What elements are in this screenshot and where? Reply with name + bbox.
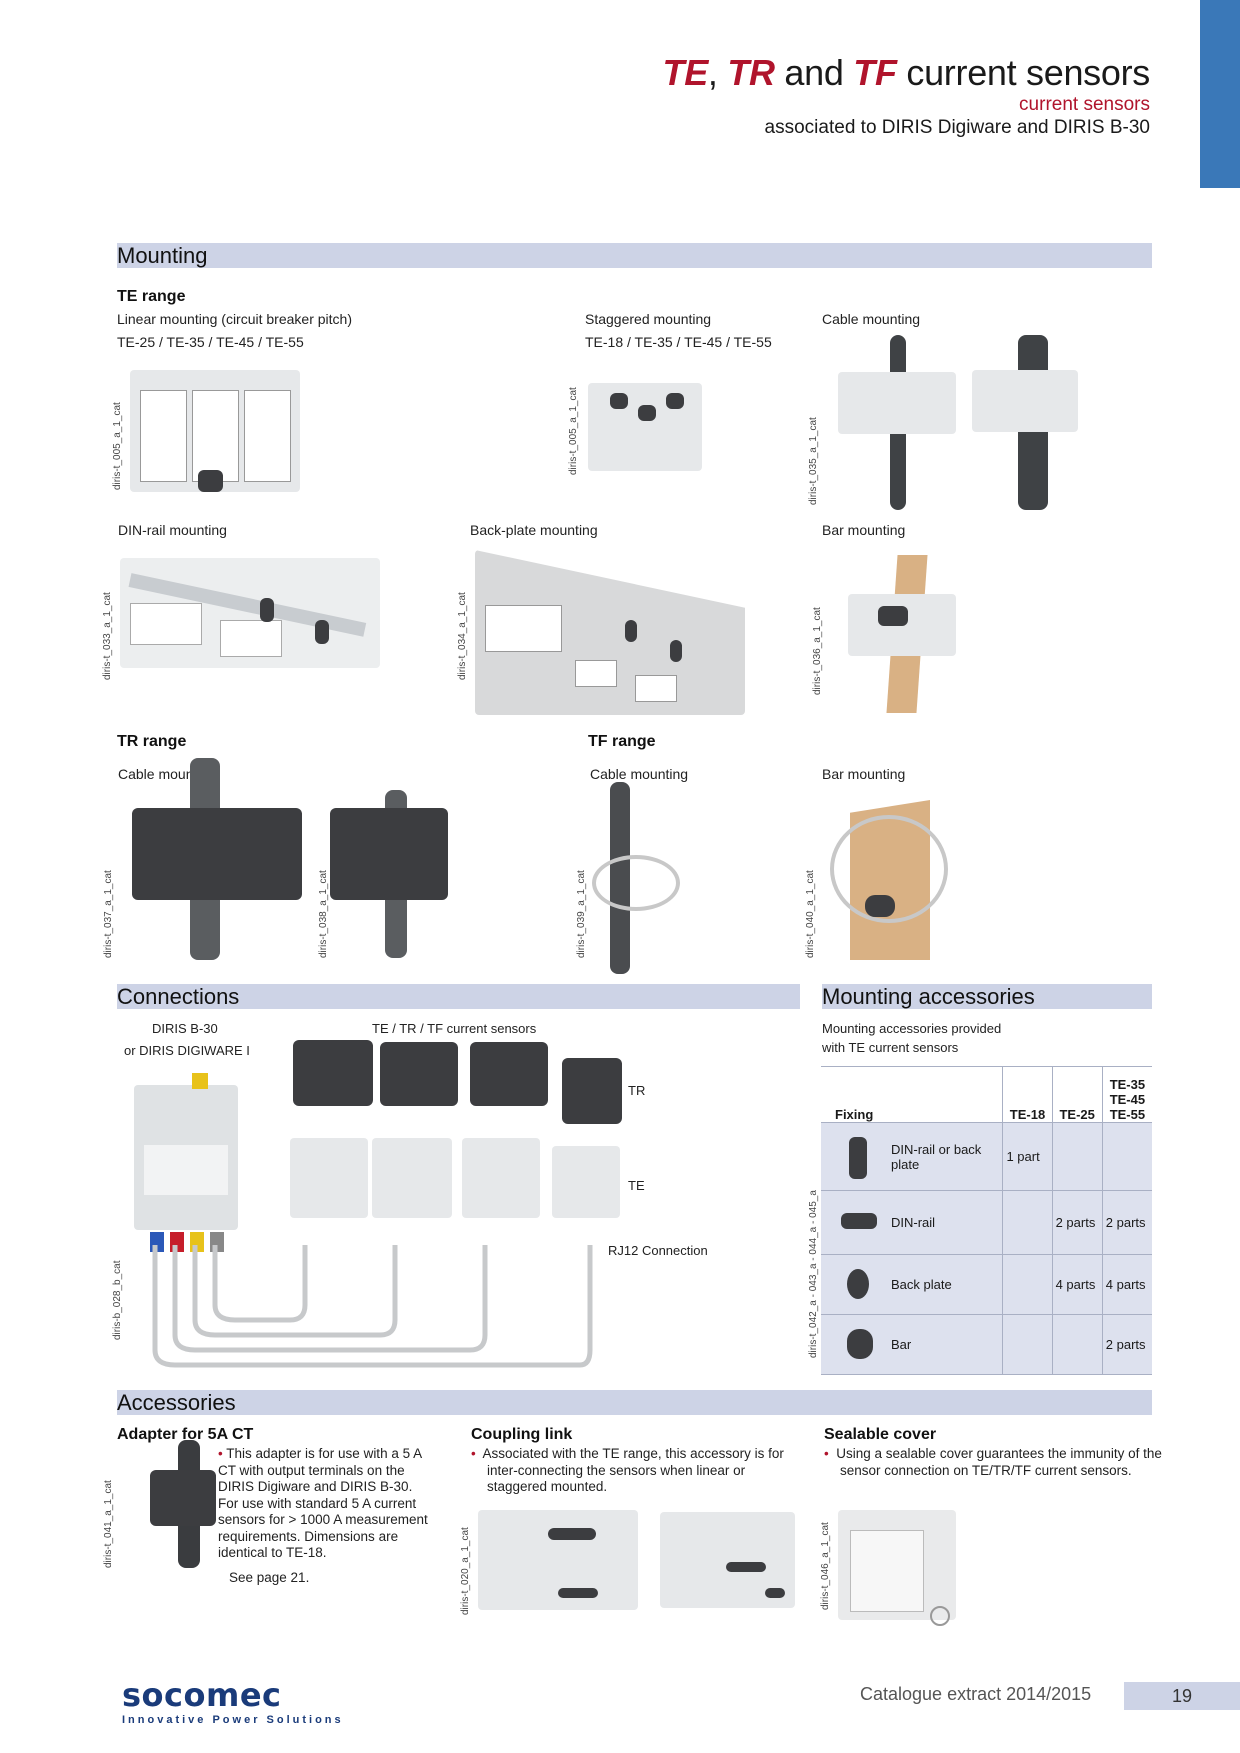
mounting-accessories-table: Fixing TE-18 TE-25 TE-35 TE-45 TE-55 DIN… [821,1066,1152,1375]
coupling-image-2 [660,1512,795,1608]
back-plate-icon [847,1269,869,1299]
image-code: diris-t_046_a_1_cat [820,1522,831,1610]
connections-heading: Connections [117,984,800,1009]
din-rail-icon [841,1213,877,1229]
image-code: diris-t_035_a_1_cat [808,417,819,505]
rj12-cables [152,1245,593,1368]
table-header-row: Fixing TE-18 TE-25 TE-35 TE-45 TE-55 [821,1066,1152,1123]
device-name-line1: DIRIS B-30 [152,1021,218,1036]
image-code: diris-t_039_a_1_cat [576,870,587,958]
back-plate-mounting-label: Back-plate mounting [470,522,598,538]
logo-tagline: Innovative Power Solutions [122,1714,344,1726]
tr-sensor-1 [293,1040,373,1106]
image-code: diris-t_020_a_1_cat [460,1527,471,1615]
mounting-accessories-intro-2: with TE current sensors [822,1040,959,1055]
sensors-label: TE / TR / TF current sensors [372,1021,537,1036]
image-code: diris-t_034_a_1_cat [457,592,468,680]
linear-mounting-image [130,370,300,492]
accessories-heading: Accessories [117,1390,1152,1415]
page-number: 19 [1124,1682,1240,1710]
col-te18: TE-18 [1002,1066,1053,1123]
coupling-description: • Associated with the TE range, this acc… [471,1446,784,1494]
page-subtitle-2: associated to DIRIS Digiware and DIRIS B… [764,117,1150,138]
cable-mounting-label: Cable mounting [822,311,921,327]
din-rail-mounting-label: DIN-rail mounting [118,522,227,538]
tf-cable-mounting-label: Cable mounting [590,766,689,782]
te-sensor-4 [552,1146,620,1218]
bar-clip-icon [847,1329,873,1359]
linear-mounting-label: Linear mounting (circuit breaker pitch) [117,311,352,327]
te-sensor-3 [462,1138,540,1218]
adapter-image [150,1470,216,1526]
staggered-models: TE-18 / TE-35 / TE-45 / TE-55 [585,334,772,350]
din-rail-clip-icon [849,1137,867,1179]
te-label: TE [628,1178,645,1193]
coupling-title: Coupling link [471,1426,573,1443]
image-code: diris-t_042_a - 043_a - 044_a - 045_a [808,1190,819,1358]
section-tab [1200,0,1240,188]
din-rail-mounting-image [120,558,380,668]
table-row: Bar 2 parts [821,1314,1152,1375]
page-title: TE, TR and TF current sensors [662,52,1151,93]
tf-bar-clip [865,895,895,917]
mounting-heading: Mounting [117,243,1152,268]
device-name-line2: or DIRIS DIGIWARE I [124,1043,250,1058]
tr-sensor-image-2 [330,808,448,900]
cable-mounting-sensor-2 [972,370,1078,432]
catalogue-label: Catalogue extract 2014/2015 [860,1684,1092,1704]
sealable-description: • Using a sealable cover guarantees the … [824,1446,1162,1478]
adapter-description: • This adapter is for use with a 5 A CT … [218,1446,428,1560]
bar-mounting-sensor [848,594,956,656]
logo: socomec [122,1676,282,1714]
logo-wordmark: socomec [122,1676,282,1714]
page-subtitle: current sensors [1019,94,1150,115]
image-code: diris-t_041_a_1_cat [103,1480,114,1568]
image-code: diris-t_038_a_1_cat [318,870,329,958]
rj12-label: RJ12 Connection [608,1243,708,1258]
table-row: DIN-rail 2 parts 2 parts [821,1190,1152,1255]
tf-bar-flexible-sensor [830,815,948,923]
te-sensor-2 [372,1138,452,1218]
tr-sensor-4 [562,1058,622,1124]
staggered-mounting-label: Staggered mounting [585,311,712,327]
mounting-accessories-heading: Mounting accessories [822,984,1152,1009]
image-code: diris-t_036_a_1_cat [812,607,823,695]
tr-label: TR [628,1083,646,1098]
bar-mounting-label: Bar mounting [822,522,906,538]
tr-sensor-image-1 [132,808,302,900]
tr-sensor-2 [380,1042,458,1106]
linear-models: TE-25 / TE-35 / TE-45 / TE-55 [117,334,304,350]
table-row: DIN-rail or back plate 1 part [821,1122,1152,1191]
table-row: Back plate 4 parts 4 parts [821,1254,1152,1315]
col-te25: TE-25 [1051,1066,1103,1123]
image-code: diris-t_037_a_1_cat [103,870,114,958]
mounting-accessories-intro-1: Mounting accessories provided [822,1021,1002,1036]
cable-mounting-sensor-1 [838,372,956,434]
staggered-mounting-image [588,383,702,471]
adapter-title: Adapter for 5A CT [117,1426,254,1443]
sealable-cover-image [838,1510,956,1626]
image-code: diris-t_005_a_1_cat [568,387,579,475]
image-code: diris-t_040_a_1_cat [805,870,816,958]
back-plate-mounting-image [475,550,745,715]
tr-range-label: TR range [117,733,187,750]
tf-range-label: TF range [588,733,656,750]
image-code: diris-t_033_a_1_cat [102,592,113,680]
te-sensor-1 [290,1138,368,1218]
te-range-label: TE range [117,288,186,305]
coupling-image-1 [478,1510,638,1610]
tf-flexible-sensor [592,855,680,911]
tr-sensor-3 [470,1042,548,1106]
image-code: diris-t_005_a_1_cat [112,402,123,490]
sealable-title: Sealable cover [824,1426,937,1443]
tf-bar-mounting-label: Bar mounting [822,766,906,782]
col-fixing: Fixing [821,1066,1004,1123]
image-code: diris-b_028_b_cat [112,1260,123,1341]
col-te35-55: TE-35 TE-45 TE-55 [1101,1066,1152,1123]
diris-device-image [134,1073,238,1230]
adapter-see-page: See page 21. [229,1570,310,1585]
